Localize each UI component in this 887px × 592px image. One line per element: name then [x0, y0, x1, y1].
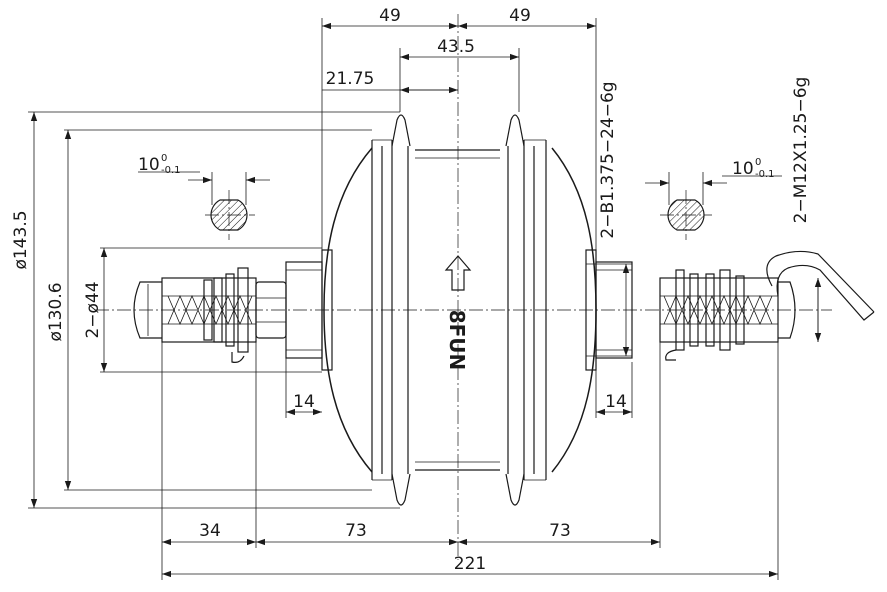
- shell-left-curve: [323, 147, 373, 473]
- dim-73-right: 73: [549, 521, 571, 541]
- dim-flat-left: 10: [138, 155, 160, 175]
- dim-49-right: 49: [509, 6, 531, 26]
- left-torque-washer: [231, 352, 245, 363]
- dim-nut-14-right: 14: [605, 392, 627, 412]
- right-torque-washer: [665, 349, 677, 361]
- right-axle-end: [778, 281, 796, 339]
- hub-marking-group: 8FUN: [444, 255, 472, 371]
- left-flange-bottom: [391, 473, 411, 506]
- right-flange-top: [505, 114, 525, 147]
- dim-flat-right: 10: [732, 159, 754, 179]
- dim-221: 221: [454, 554, 486, 574]
- tol-left-upper: 0: [161, 153, 167, 164]
- extension-lines: [28, 18, 819, 580]
- dim-thread-b1-375: 2−B1.375−24−6g: [598, 81, 618, 238]
- right-flat-section: [667, 199, 705, 231]
- left-washer-1: [237, 267, 249, 353]
- right-washer-3: [705, 273, 715, 347]
- motor-cable: [766, 250, 875, 313]
- right-threaded-axle: [659, 277, 779, 343]
- dim-thread-m12: 2−M12X1.25−6g: [791, 77, 811, 224]
- dim-nut-14-left: 14: [293, 392, 315, 412]
- left-axle-end: [133, 281, 162, 339]
- right-washer-2: [689, 273, 699, 347]
- tol-right-upper: 0: [755, 157, 761, 168]
- left-flat-section: [210, 199, 248, 231]
- dim-34: 34: [199, 521, 221, 541]
- right-flange-bottom: [505, 473, 525, 506]
- dim-43-5: 43.5: [437, 37, 475, 57]
- flat-sections: [210, 199, 705, 231]
- tol-right-lower: -0.1: [755, 169, 775, 180]
- dim-diameter-143-5: ø143.5: [11, 210, 31, 269]
- left-axle-assembly: [133, 249, 333, 371]
- direction-arrow-icon: [444, 255, 472, 291]
- right-washer-4: [719, 269, 731, 351]
- left-threaded-axle: [161, 277, 257, 343]
- dim-diameter-130-6: ø130.6: [46, 282, 66, 341]
- right-washer-1: [675, 269, 685, 351]
- left-washer-4: [203, 279, 213, 341]
- dimension-texts: 49 49 43.5 21.75 ø143.5 ø130.6 2−ø44 2−B…: [11, 6, 811, 574]
- dim-21-75: 21.75: [326, 69, 375, 89]
- dim-axle-diameter-44: 2−ø44: [83, 281, 103, 338]
- right-washer-5: [735, 275, 745, 345]
- dimension-lines: [30, 22, 822, 578]
- left-flange-top: [391, 114, 411, 147]
- hub-marking: 8FUN: [445, 310, 469, 371]
- tol-left-lower: -0.1: [161, 165, 181, 176]
- right-axle-assembly: [585, 249, 875, 371]
- dim-49-left: 49: [379, 6, 401, 26]
- dim-73-left: 73: [345, 521, 367, 541]
